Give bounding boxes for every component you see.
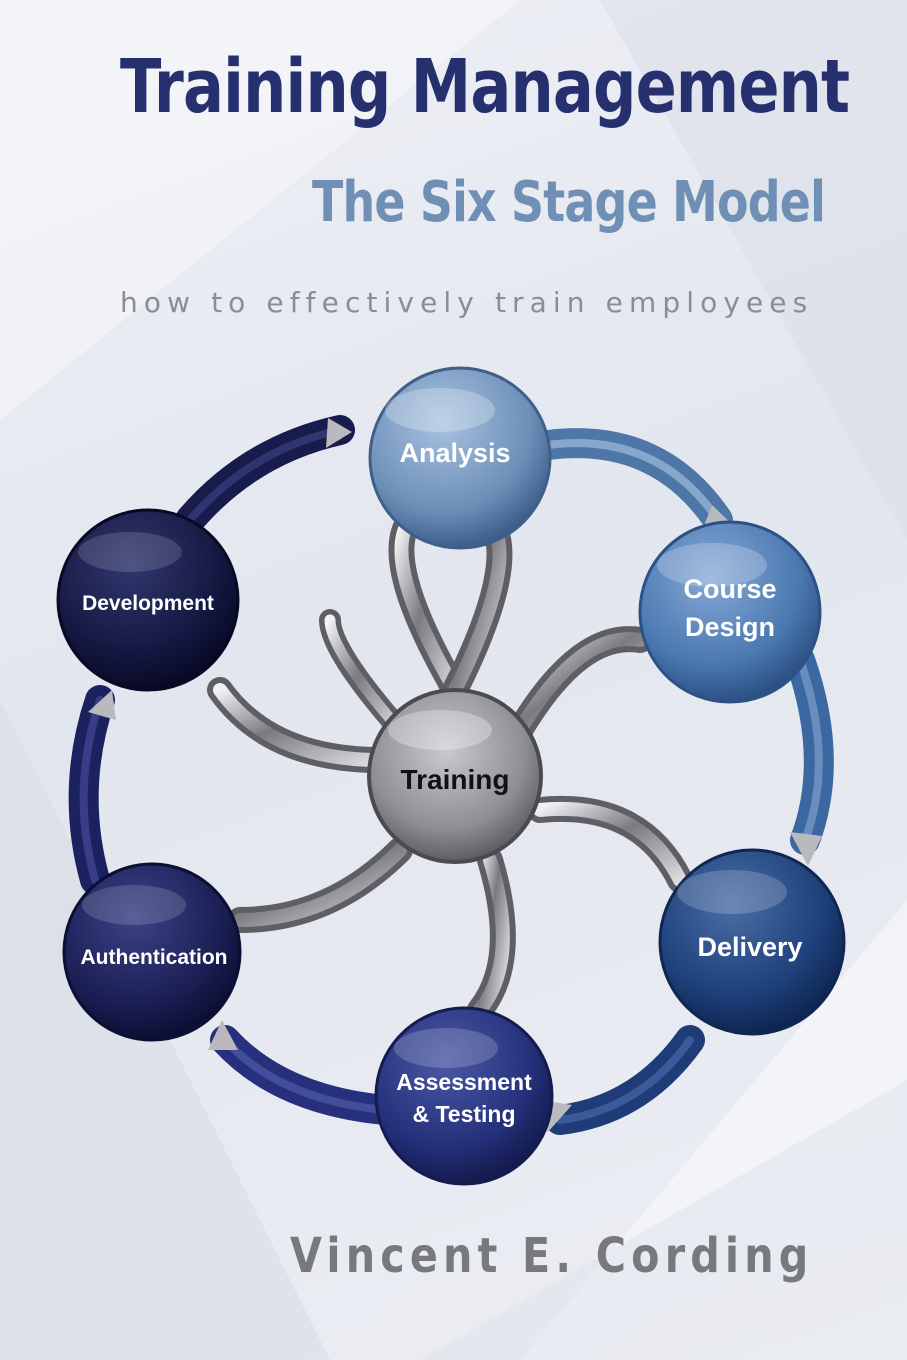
book-author: Vincent E. Cording: [290, 1228, 814, 1284]
stage-analysis: Analysis: [368, 366, 552, 550]
book-title: Training Management: [120, 44, 850, 130]
stage-assessment-line1: Assessment: [396, 1069, 532, 1095]
book-tagline: how to effectively train employees: [120, 286, 814, 319]
stage-development-label: Development: [82, 592, 214, 615]
stage-course-design-line1: Course: [683, 574, 776, 604]
book-subtitle: The Six Stage Model: [312, 170, 826, 235]
stage-analysis-label: Analysis: [399, 438, 510, 468]
stage-authentication: Authentication: [62, 862, 242, 1042]
stage-development: Development: [56, 508, 240, 692]
stage-course-design-line2: Design: [685, 612, 775, 642]
stage-delivery-label: Delivery: [697, 932, 802, 962]
stage-course-design: Course Design: [638, 520, 822, 704]
stage-assessment-line2: & Testing: [412, 1101, 515, 1127]
center-hub-training: Training: [367, 688, 543, 864]
center-hub-label: Training: [401, 764, 510, 795]
stage-assessment-testing: Assessment & Testing: [374, 1006, 554, 1186]
center-spokes: [207, 507, 693, 1023]
stage-delivery: Delivery: [658, 848, 846, 1036]
stage-authentication-label: Authentication: [81, 946, 228, 969]
cycle-arrows: [68, 415, 834, 1135]
